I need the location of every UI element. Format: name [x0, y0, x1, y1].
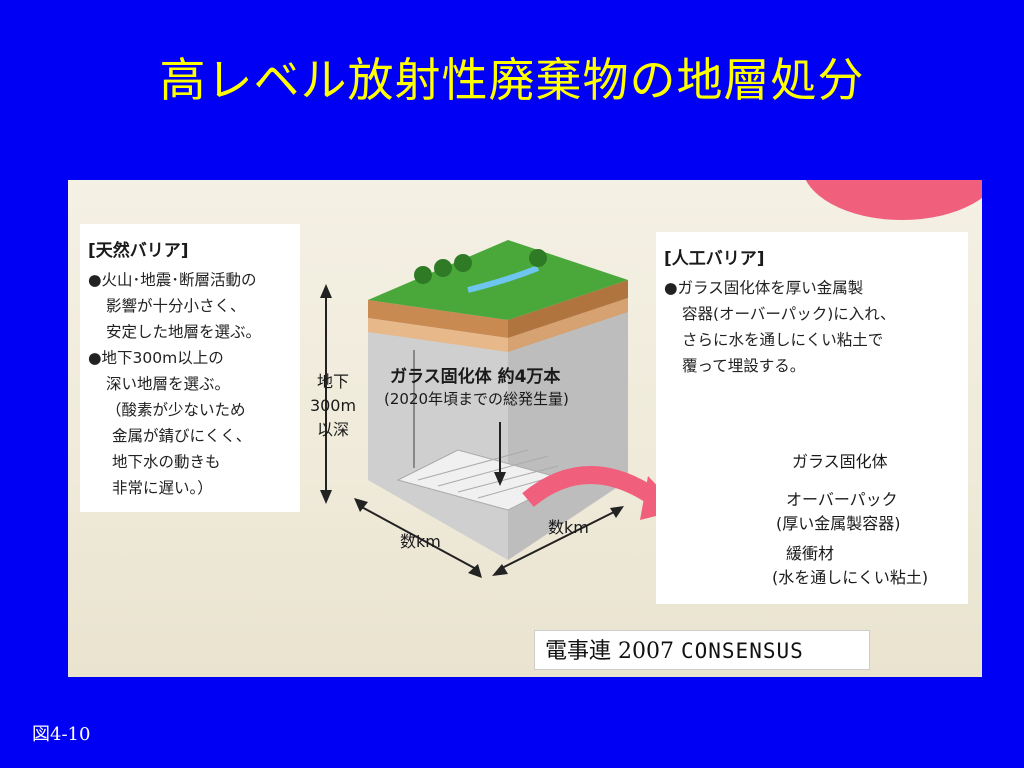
depth-label-line: 地下 [300, 370, 366, 394]
artificial-barrier-line: 覆って埋設する。 [656, 353, 968, 379]
legend-buffer: 緩衝材 [786, 540, 834, 564]
figure-number: 図4-10 [32, 720, 90, 746]
legend-glass: ガラス固化体 [792, 448, 888, 472]
depth-label-line: 以深 [300, 418, 366, 442]
legend-overpack: オーバーパック [786, 486, 898, 510]
depth-arrow-bottom [320, 490, 332, 504]
artificial-barrier-line: 容器(オーバーパック)に入れ、 [656, 301, 968, 327]
tree [454, 254, 472, 272]
credit-printed: 電事連 2007 [545, 639, 674, 664]
tree [434, 259, 452, 277]
depth-label: 地下 300m 以深 [300, 370, 366, 442]
block-label: ガラス固化体 約4万本 [390, 362, 560, 387]
credit-handwritten: CONSENSUS [681, 639, 804, 663]
diagram-photo: [天然バリア] ●火山･地震･断層活動の 影響が十分小さく、 安定した地層を選ぶ… [68, 180, 982, 677]
slide-title: 高レベル放射性廃棄物の地層処分 [0, 44, 1024, 110]
block-sub-label: (2020年頃までの総発生量) [384, 388, 569, 409]
depth-label-line: 300m [300, 394, 366, 418]
width-label-left: 数km [400, 528, 441, 552]
credit-label: 電事連 2007 CONSENSUS [534, 630, 870, 670]
width-label-right: 数km [548, 514, 589, 538]
artificial-barrier-line: ●ガラス固化体を厚い金属製 [656, 275, 968, 301]
legend-buffer-note: (水を通しにくい粘土) [772, 564, 928, 588]
artificial-barrier-line: さらに水を通しにくい粘土で [656, 327, 968, 353]
depth-arrow-top [320, 284, 332, 298]
artificial-barrier-heading: [人工バリア] [656, 232, 968, 275]
legend-overpack-note: (厚い金属製容器) [776, 510, 901, 534]
tree [414, 266, 432, 284]
tree [529, 249, 547, 267]
